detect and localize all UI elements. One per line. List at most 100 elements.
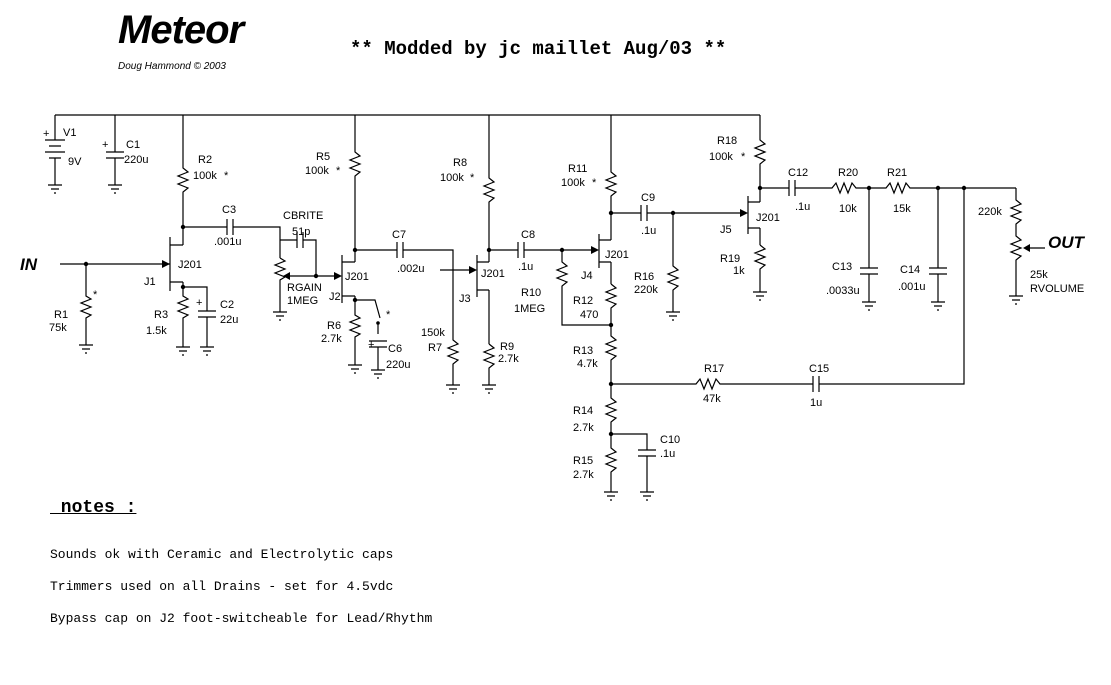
j5-label: J5 — [720, 224, 732, 236]
r19-label: R19 — [720, 253, 740, 265]
cbrite-label: CBRITE — [283, 210, 323, 222]
schematic-title: Meteor — [118, 8, 244, 52]
r9-value: 2.7k — [498, 353, 519, 365]
c8-value: .1u — [518, 261, 533, 273]
r11-star: * — [592, 177, 597, 189]
c12-label: C12 — [788, 167, 808, 179]
r14-value: 2.7k — [573, 422, 594, 434]
c15-label: C15 — [809, 363, 829, 375]
r1-value: 75k — [49, 322, 67, 334]
r18-label: R18 — [717, 135, 737, 147]
r2-value: 100k — [193, 170, 217, 182]
r21-label: R21 — [887, 167, 907, 179]
j3-label: J3 — [459, 293, 471, 305]
author-credit: Doug Hammond © 2003 — [118, 61, 226, 72]
r12-label: R12 — [573, 295, 593, 307]
c14-value: .001u — [898, 281, 926, 293]
r9-label: R9 — [500, 341, 514, 353]
output-label: OUT — [1048, 233, 1086, 252]
v1-polarity: + — [43, 128, 49, 140]
r7-label: R7 — [428, 342, 442, 354]
rvolume-label: RVOLUME — [1030, 283, 1084, 295]
r17-label: R17 — [704, 363, 724, 375]
r1-label: R1 — [54, 309, 68, 321]
rvol-fixed-value: 220k — [978, 206, 1002, 218]
c6-label: C6 — [388, 343, 402, 355]
v1-label: V1 — [63, 127, 76, 139]
c1-value: 220u — [124, 154, 148, 166]
r11-label: R11 — [568, 163, 587, 175]
r12-value: 470 — [580, 309, 598, 321]
r3-label: R3 — [154, 309, 168, 321]
r18-value: 100k — [709, 151, 733, 163]
r13-value: 4.7k — [577, 358, 598, 370]
r6-label: R6 — [327, 320, 341, 332]
j2-type: J201 — [345, 271, 369, 283]
r16-label: R16 — [634, 271, 654, 283]
r15-value: 2.7k — [573, 469, 594, 481]
rgain-value: 1MEG — [287, 295, 318, 307]
c1-polarity: + — [102, 139, 108, 151]
rgain-label: RGAIN — [287, 282, 322, 294]
r5-label: R5 — [316, 151, 330, 163]
c13-label: C13 — [832, 261, 852, 273]
r8-value: 100k — [440, 172, 464, 184]
c12-value: .1u — [795, 201, 810, 213]
j3-type: J201 — [481, 268, 505, 280]
j4-type: J201 — [605, 249, 629, 261]
r3-value: 1.5k — [146, 325, 167, 337]
modded-by-banner: ** Modded by jc maillet Aug/03 ** — [350, 38, 727, 60]
r2-label: R2 — [198, 154, 212, 166]
c13-value: .0033u — [826, 285, 860, 297]
c3-value: .001u — [214, 236, 242, 248]
c7-label: C7 — [392, 229, 406, 241]
r10-value: 1MEG — [514, 303, 545, 315]
r10-label: R10 — [521, 287, 541, 299]
c1-label: C1 — [126, 139, 140, 151]
input-label: IN — [20, 255, 38, 274]
c3-label: C3 — [222, 204, 236, 216]
c15-value: 1u — [810, 397, 822, 409]
r17-value: 47k — [703, 393, 721, 405]
r14-label: R14 — [573, 405, 593, 417]
v1-value: 9V — [68, 156, 82, 168]
j5-type: J201 — [756, 212, 780, 224]
c10-value: .1u — [660, 448, 675, 460]
c6-value: 220u — [386, 359, 410, 371]
r20-label: R20 — [838, 167, 858, 179]
rvol-pot-value: 25k — [1030, 269, 1048, 281]
r8-star: * — [470, 172, 475, 184]
c2-label: C2 — [220, 299, 234, 311]
r13-label: R13 — [573, 345, 593, 357]
c10-label: C10 — [660, 434, 680, 446]
r5-value: 100k — [305, 165, 329, 177]
r15-label: R15 — [573, 455, 593, 467]
cbrite-value: 51p — [292, 226, 310, 238]
j4-label: J4 — [581, 270, 593, 282]
c7-value: .002u — [397, 263, 425, 275]
j1-type: J201 — [178, 259, 202, 271]
c2-polarity: + — [196, 297, 202, 309]
r21-value: 15k — [893, 203, 911, 215]
r19-value: 1k — [733, 265, 745, 277]
r11-value: 100k — [561, 177, 585, 189]
r2-star: * — [224, 170, 229, 182]
notes-heading: notes : — [50, 498, 137, 518]
c14-label: C14 — [900, 264, 920, 276]
r6-value: 2.7k — [321, 333, 342, 345]
note-2: Trimmers used on all Drains - set for 4.… — [50, 579, 394, 594]
j2-label: J2 — [329, 291, 341, 303]
c9-label: C9 — [641, 192, 655, 204]
c6-polarity: + — [368, 339, 374, 351]
c2-value: 22u — [220, 314, 238, 326]
r20-value: 10k — [839, 203, 857, 215]
j1-label: J1 — [144, 276, 156, 288]
c8-label: C8 — [521, 229, 535, 241]
r7-value: 150k — [421, 327, 445, 339]
switch-star: * — [386, 309, 391, 321]
r1-star: * — [93, 289, 98, 301]
r16-value: 220k — [634, 284, 658, 296]
r8-label: R8 — [453, 157, 467, 169]
r5-star: * — [336, 165, 341, 177]
